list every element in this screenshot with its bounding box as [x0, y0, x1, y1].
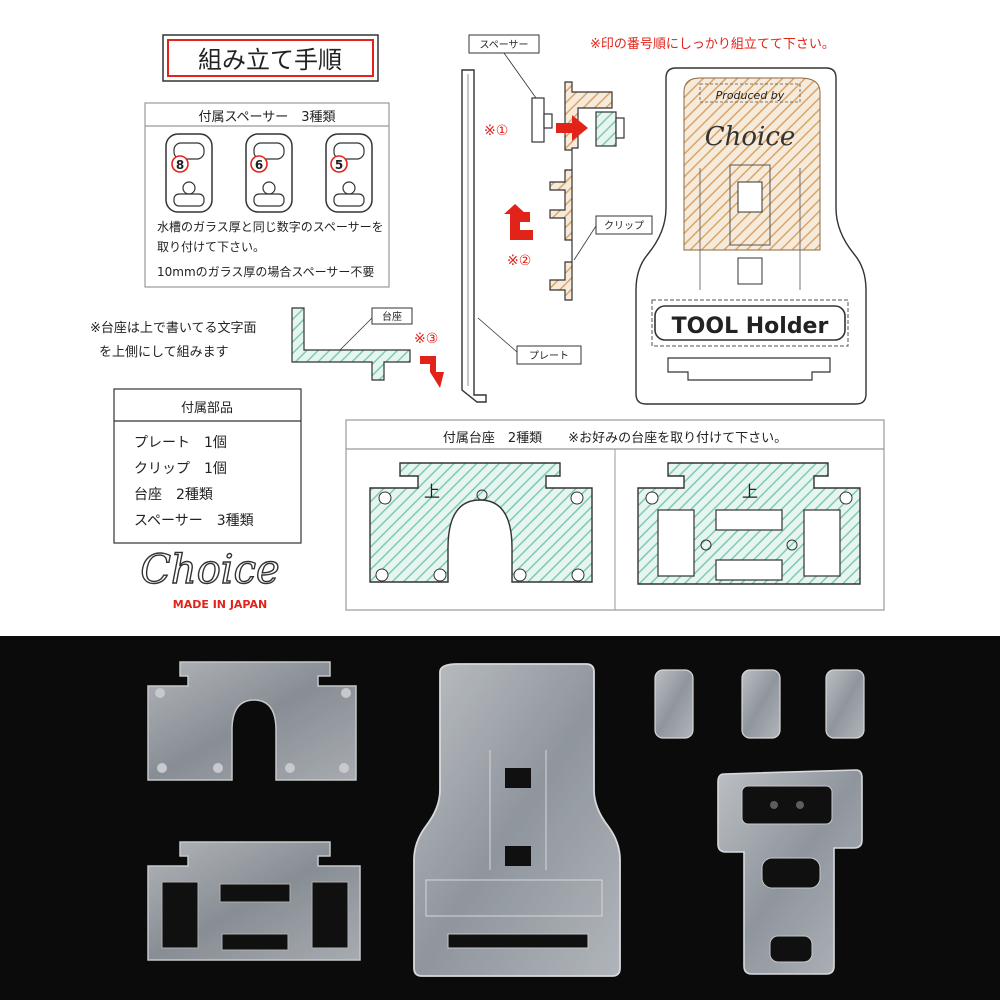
title-box: 組み立て手順	[162, 34, 379, 82]
step3-label: ※③	[414, 331, 438, 347]
page-title: 組み立て手順	[198, 46, 342, 74]
holder-front-view: Produced by Choice TOOL Holder	[635, 67, 867, 405]
clip-callout: クリップ	[604, 220, 644, 232]
assembly-side-view: スペーサー ※① ※② クリップ 台座 ※③ プレート	[291, 34, 653, 403]
parts-box: 付属部品 プレート 1個 クリップ 1個 台座 2種類 スペーサー 3種類	[113, 388, 302, 544]
holder-produced-text: Produced by	[716, 89, 785, 102]
brand-logo: Choice MADE IN JAPAN	[140, 546, 281, 611]
step1-arrow-icon	[556, 115, 588, 141]
base-b: 上	[637, 462, 861, 585]
clip-side	[549, 81, 613, 301]
parts-item: スペーサー 3種類	[134, 513, 254, 529]
holder-label: TOOL Holder	[672, 314, 829, 339]
spacer-side	[531, 97, 545, 143]
photo-base-b	[147, 841, 361, 961]
parts-box-header: 付属部品	[181, 401, 233, 416]
photo-holder-plate	[413, 663, 621, 977]
spacer-box-header: 付属スペーサー 3種類	[198, 109, 335, 125]
parts-item: 台座 2種類	[134, 487, 213, 503]
base-b-up-label: 上	[742, 482, 758, 501]
base-note-line2: を上側にして組みます	[99, 345, 229, 360]
step2-label: ※②	[507, 253, 531, 269]
spacer-number-6: 6	[255, 158, 263, 172]
photo-clip	[717, 769, 863, 975]
spacer-number-5: 5	[335, 158, 343, 172]
base-side	[291, 307, 411, 381]
spacer-callout: スペーサー	[479, 39, 528, 51]
spacer-icon-8: 8	[165, 133, 213, 213]
spacer-note-line2: 取り付けて下さい。	[157, 240, 265, 254]
plate-callout: プレート	[529, 350, 569, 362]
bases-box: 付属台座 2種類 ※お好みの台座を取り付けて下さい。 上 上	[345, 419, 885, 611]
step1-label: ※①	[484, 123, 508, 139]
logo-brand: Choice	[140, 547, 279, 593]
spacer-note-line1: 水槽のガラス厚と同じ数字のスペーサーを	[157, 219, 384, 234]
base-callout: 台座	[382, 310, 402, 323]
holder-brand: Choice	[705, 122, 796, 152]
photo-spacers	[654, 669, 865, 739]
spacer-note-line3: 10mmのガラス厚の場合スペーサー不要	[157, 264, 374, 279]
plate-side	[461, 69, 487, 403]
spacer-icon-5: 5	[325, 133, 373, 213]
base-note-line1: ※台座は上で書いてる文字面	[90, 321, 257, 336]
spacer-on-clip	[595, 111, 617, 147]
order-note: ※印の番号順にしっかり組立てて下さい。	[590, 37, 835, 52]
base-a-up-label: 上	[424, 482, 440, 501]
logo-made-in: MADE IN JAPAN	[173, 598, 267, 611]
step3-arrow-icon	[420, 356, 444, 388]
parts-item: クリップ 1個	[134, 461, 227, 477]
bases-box-header: 付属台座 2種類 ※お好みの台座を取り付けて下さい。	[443, 430, 787, 446]
photo-base-a	[147, 661, 357, 781]
spacer-number-8: 8	[176, 158, 184, 172]
parts-item: プレート 1個	[134, 435, 227, 451]
product-photo	[0, 636, 1000, 1000]
spacer-box: 付属スペーサー 3種類 8 6 5 水槽のガラス厚と同じ数字のスペーサーを	[144, 102, 390, 288]
spacer-icon-6: 6	[245, 133, 293, 213]
base-a: 上	[369, 462, 593, 583]
